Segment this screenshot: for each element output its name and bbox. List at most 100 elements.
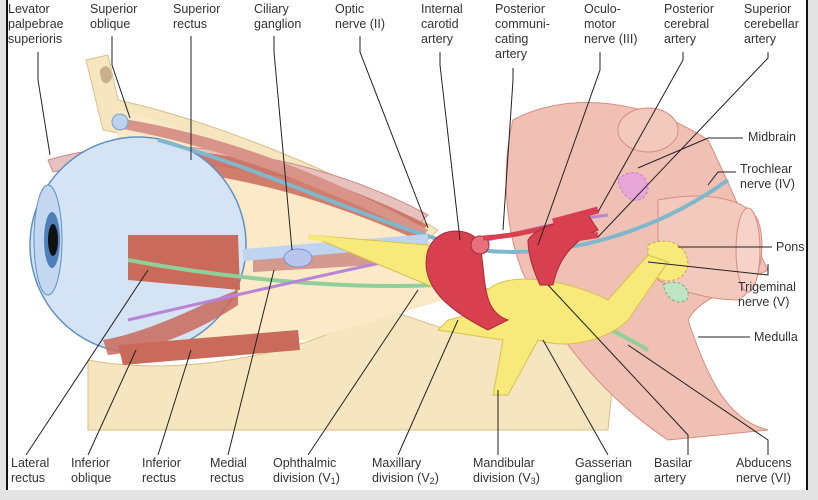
inferior-rectus-muscle	[118, 330, 300, 365]
leader-line-optic-nerve	[359, 36, 429, 229]
label-line: Trochlear	[740, 162, 793, 176]
label-line: artery	[744, 32, 776, 46]
abducens-nucleus	[662, 281, 689, 303]
trochlea	[111, 113, 129, 131]
posterior-cerebral-path	[552, 206, 599, 226]
label-line: Superior	[90, 2, 138, 16]
superior-rectus-muscle	[158, 150, 428, 238]
leader-line-medial-rectus	[227, 269, 275, 456]
label-line: division (V1)	[273, 471, 340, 486]
label-line: oblique	[90, 17, 131, 31]
label-line: Posterior	[664, 2, 715, 16]
label-line: nerve (II)	[335, 17, 386, 31]
label-line: Midbrain	[748, 130, 796, 144]
label-line: Superior	[173, 2, 221, 16]
label-line: Pons	[776, 240, 805, 254]
leader-line-levator-palpebrae-superioris	[37, 52, 51, 156]
leader-line-maxillary-division	[397, 319, 459, 456]
leader-line-inferior-rectus	[157, 349, 192, 456]
leader-line-lateral-rectus	[25, 269, 149, 456]
label-line: Mandibular	[473, 456, 535, 470]
label-line: division (V2)	[372, 471, 439, 486]
label-line: division (V3)	[473, 471, 540, 486]
label-line: palpebrae	[8, 17, 64, 31]
label-line: ganglion	[575, 471, 623, 485]
ciliary-ganglion-shape	[283, 248, 313, 268]
label-pons: Pons	[776, 240, 805, 255]
label-line: communi-	[495, 17, 550, 31]
oculomotor-nucleus	[617, 172, 649, 201]
leader-line-superior-oblique	[111, 36, 131, 119]
label-line: artery	[664, 32, 696, 46]
label-line: carotid	[421, 17, 459, 31]
label-line: ganglion	[254, 17, 302, 31]
leader-line-trochlear-nerve	[707, 171, 736, 186]
label-line: nerve (IV)	[740, 177, 795, 191]
label-line: Posterior	[495, 2, 546, 16]
inferior-oblique-muscle	[103, 290, 238, 355]
label-line: Optic	[335, 2, 365, 16]
label-line: Internal	[421, 2, 463, 16]
label-line: Lateral	[11, 456, 50, 470]
leader-line-ophthalmic-division	[307, 289, 419, 456]
midbrain-bulge	[617, 107, 679, 153]
supraorbital-notch	[100, 66, 112, 84]
label-line: cerebral	[664, 17, 710, 31]
pons-cut-surface	[735, 207, 761, 293]
pupil	[48, 224, 58, 256]
label-line: Levator	[8, 2, 50, 16]
label-line: Maxillary	[372, 456, 422, 470]
lateral-rectus-muscle	[128, 235, 240, 290]
internal-carotid-shape	[425, 230, 510, 331]
label-line: artery	[495, 47, 527, 61]
label-line: Inferior	[142, 456, 181, 470]
label-line: artery	[654, 471, 686, 485]
superior-cerebellar-path	[552, 232, 599, 245]
label-line: Abducens	[736, 456, 792, 470]
label-line: Gasserian	[575, 456, 632, 470]
label-line: Trigeminal	[738, 280, 796, 294]
label-line: cating	[495, 32, 529, 46]
label-line: motor	[584, 17, 616, 31]
carotid-cut	[470, 235, 490, 255]
label-line: Ophthalmic	[273, 456, 337, 470]
subscript: 3	[530, 476, 536, 486]
leader-line-midbrain	[637, 137, 743, 169]
label-line: Medulla	[754, 330, 798, 344]
label-medulla: Medulla	[754, 330, 798, 345]
label-line: rectus	[173, 17, 208, 31]
leader-line-gasserian-ganglion	[542, 339, 609, 456]
label-line: cerebellar	[744, 17, 799, 31]
label-line: Basilar	[654, 456, 693, 470]
label-line: Oculo-	[584, 2, 621, 16]
label-line: superioris	[8, 32, 63, 46]
leader-line-oculomotor-nerve	[537, 52, 601, 246]
label-line: artery	[421, 32, 453, 46]
leader-line-trigeminal-nerve	[647, 261, 769, 276]
label-line: Inferior	[71, 456, 110, 470]
leader-line-posterior-cerebral-artery	[597, 52, 684, 213]
leader-line-ciliary-ganglion	[273, 36, 293, 251]
leader-line-abducens-nerve	[627, 344, 769, 455]
label-line: rectus	[11, 471, 46, 485]
label-line: nerve (VI)	[736, 471, 791, 485]
leader-line-superior-cerebellar-artery	[597, 52, 769, 238]
